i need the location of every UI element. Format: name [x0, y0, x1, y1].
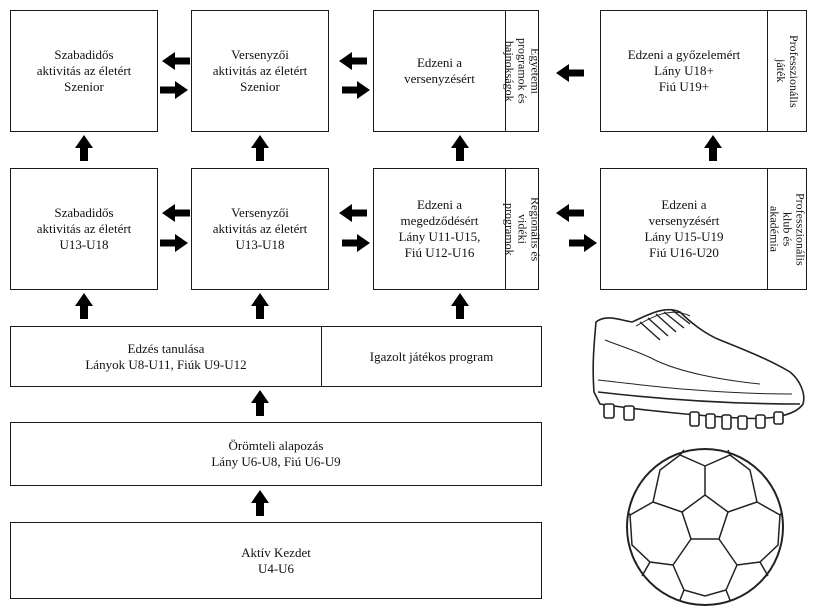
box-szabadidos-szenior: Szabadidős aktivitás az életért Szenior — [10, 10, 158, 132]
box-edzeni-versenyzesert-u15: Edzeni a versenyzésért Lány U15-U19 Fiú … — [600, 168, 768, 290]
box-label: Edzeni a megedződésért Lány U11-U15, Fiú… — [398, 197, 481, 260]
side-label: Professzionális játék — [774, 34, 801, 108]
left-arrow-icon — [556, 64, 584, 82]
side-label: Professzionális klub és akadémia — [767, 192, 808, 266]
side-label: Regionális és vidéki programok — [502, 196, 543, 262]
left-arrow-icon — [339, 52, 367, 70]
box-label: Versenyzői aktivitás az életért Szenior — [212, 47, 308, 94]
right-arrow-icon — [160, 81, 188, 99]
right-arrow-icon — [342, 234, 370, 252]
box-edzeni-megedzodesert: Edzeni a megedződésért Lány U11-U15, Fiú… — [373, 168, 506, 290]
side-regionalis: Regionális és vidéki programok — [502, 168, 543, 290]
box-label: Igazolt játékos program — [369, 348, 494, 364]
box-label: Aktív Kezdet U4-U6 — [241, 544, 311, 576]
soccer-ball-icon — [626, 448, 784, 606]
side-label: Egyetemi programok és bajnokságok — [502, 38, 543, 104]
box-versenyzoi-szenior: Versenyzői aktivitás az életért Szenior — [191, 10, 329, 132]
box-label: Versenyzői aktivitás az életért U13-U18 — [212, 205, 308, 252]
side-professzionalis: Professzionális játék — [767, 10, 807, 132]
side-egyetemi: Egyetemi programok és bajnokságok — [502, 10, 543, 132]
box-label: Edzeni a győzelemért Lány U18+ Fiú U19+ — [627, 47, 741, 94]
box-label: Edzeni a versenyzésért Lány U15-U19 Fiú … — [644, 197, 724, 260]
right-arrow-icon — [569, 234, 597, 252]
up-arrow-icon — [251, 390, 269, 416]
left-arrow-icon — [162, 204, 190, 222]
box-oromteli-alapozas: Örömteli alapozás Lány U6-U8, Fiú U6-U9 — [10, 422, 542, 486]
up-arrow-icon — [251, 490, 269, 516]
up-arrow-icon — [451, 293, 469, 319]
left-arrow-icon — [162, 52, 190, 70]
up-arrow-icon — [251, 135, 269, 161]
left-arrow-icon — [556, 204, 584, 222]
box-label: Edzés tanulása Lányok U8-U11, Fiúk U9-U1… — [85, 340, 247, 372]
left-arrow-icon — [339, 204, 367, 222]
box-aktiv-kezdet: Aktív Kezdet U4-U6 — [10, 522, 542, 599]
right-arrow-icon — [160, 234, 188, 252]
up-arrow-icon — [704, 135, 722, 161]
up-arrow-icon — [251, 293, 269, 319]
right-arrow-icon — [342, 81, 370, 99]
soccer-cleat-icon — [592, 308, 805, 430]
up-arrow-icon — [451, 135, 469, 161]
side-klub: Professzionális klub és akadémia — [767, 168, 808, 290]
box-edzeni-gyozelemert: Edzeni a győzelemért Lány U18+ Fiú U19+ — [600, 10, 768, 132]
box-igazolt-jatekos: Igazolt játékos program — [321, 326, 542, 387]
box-versenyzoi-u13: Versenyzői aktivitás az életért U13-U18 — [191, 168, 329, 290]
up-arrow-icon — [75, 135, 93, 161]
box-label: Edzeni a versenyzésért — [404, 55, 475, 86]
box-label: Szabadidős aktivitás az életért U13-U18 — [36, 205, 132, 252]
box-label: Szabadidős aktivitás az életért Szenior — [36, 47, 132, 94]
box-edzes-tanulasa: Edzés tanulása Lányok U8-U11, Fiúk U9-U1… — [10, 326, 322, 387]
box-edzeni-versenyzesert: Edzeni a versenyzésért — [373, 10, 506, 132]
box-szabadidos-u13: Szabadidős aktivitás az életért U13-U18 — [10, 168, 158, 290]
box-label: Örömteli alapozás Lány U6-U8, Fiú U6-U9 — [211, 438, 341, 469]
up-arrow-icon — [75, 293, 93, 319]
